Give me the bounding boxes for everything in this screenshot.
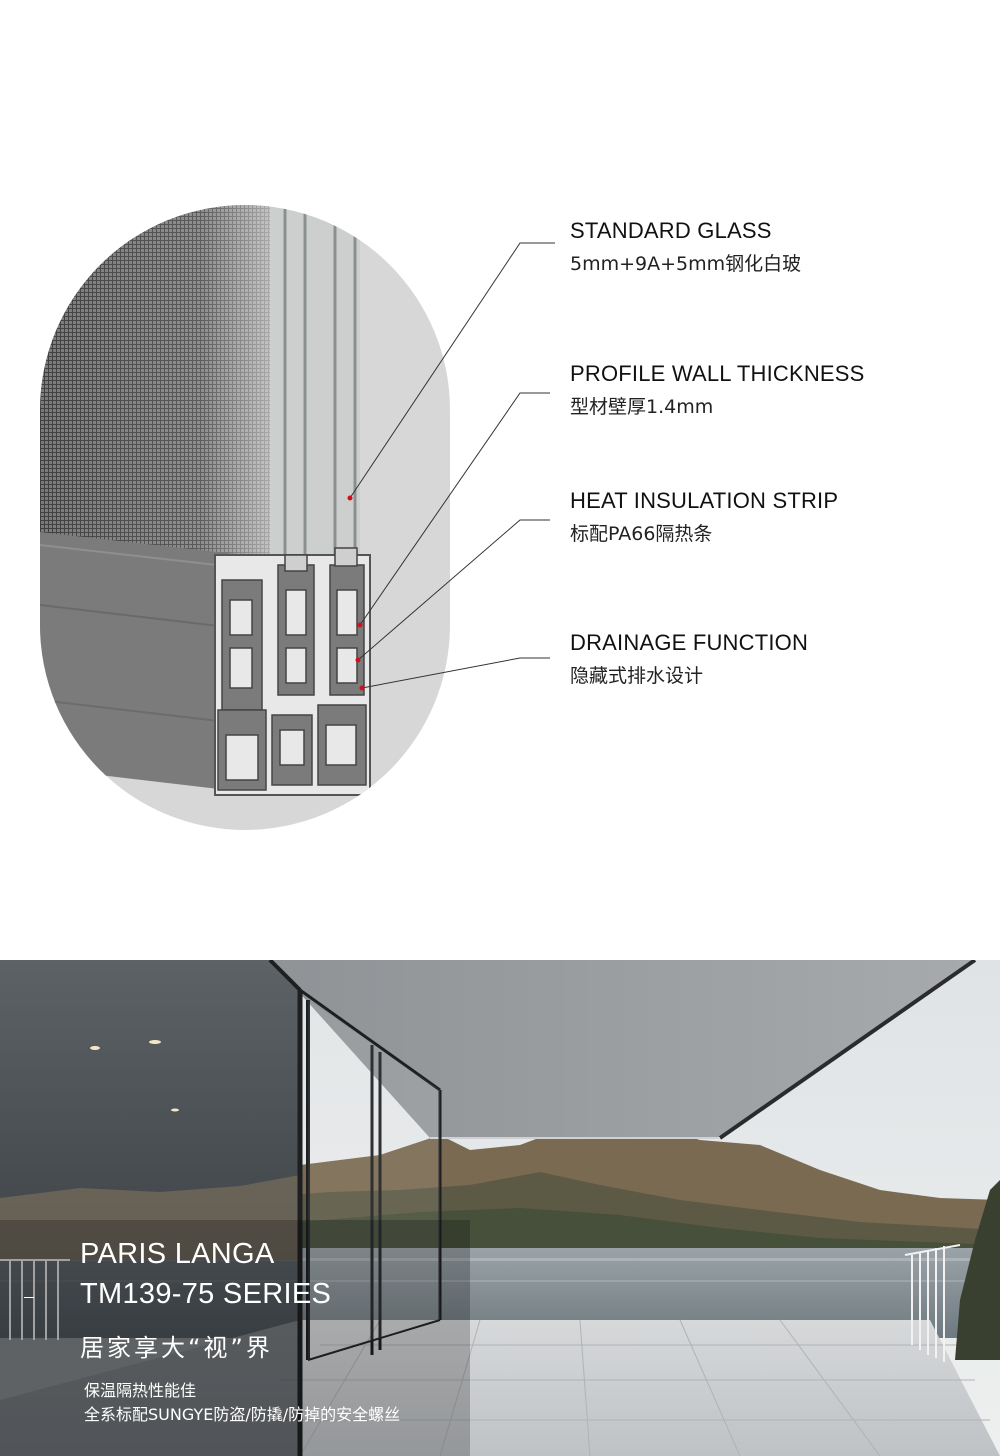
callout-heat-insulation-strip: HEAT INSULATION STRIP 标配PA66隔热条	[570, 487, 838, 549]
sliding-door-frames	[268, 960, 442, 1456]
callout-leader-lines	[349, 242, 555, 689]
callout-drainage-function: DRAINAGE FUNCTION 隐藏式排水设计	[570, 629, 808, 691]
callout-title: STANDARD GLASS	[570, 218, 772, 243]
lifestyle-banner: PARIS LANGA TM139-75 SERIES 居家享大“视”界 保温隔…	[0, 960, 1000, 1456]
callout-title: HEAT INSULATION STRIP	[570, 488, 839, 513]
overhang-ceiling	[270, 960, 975, 1138]
callout-profile-wall-thickness: PROFILE WALL THICKNESS 型材壁厚1.4mm	[570, 360, 865, 422]
callout-subtitle: 5mm+9A+5mm钢化白玻	[570, 253, 802, 275]
callout-subtitle: 标配PA66隔热条	[570, 523, 713, 545]
lakeside-room-photo	[0, 960, 1000, 1456]
series-name: PARIS LANGA	[80, 1238, 275, 1270]
pine-tree	[955, 1180, 1000, 1360]
series-model: TM139-75 SERIES	[80, 1278, 332, 1310]
banner-dash	[24, 1297, 34, 1298]
callout-title: DRAINAGE FUNCTION	[570, 630, 809, 655]
callout-subtitle: 隐藏式排水设计	[570, 665, 704, 687]
profile-cross-section-diagram	[40, 205, 555, 830]
terrace-railing	[904, 1244, 961, 1362]
banner-slogan: 居家享大“视”界	[80, 1334, 273, 1362]
callout-title: PROFILE WALL THICKNESS	[570, 361, 865, 386]
callout-markers	[347, 495, 365, 691]
product-spec-section: STANDARD GLASS 5mm+9A+5mm钢化白玻 PROFILE WA…	[40, 205, 865, 830]
banner-feature-2: 全系标配SUNGYE防盗/防撬/防掉的安全螺丝	[84, 1405, 401, 1424]
callout-standard-glass: STANDARD GLASS 5mm+9A+5mm钢化白玻	[570, 217, 801, 279]
callout-subtitle: 型材壁厚1.4mm	[570, 396, 714, 418]
profile-chambers	[217, 547, 367, 791]
banner-feature-1: 保温隔热性能佳	[84, 1381, 197, 1400]
